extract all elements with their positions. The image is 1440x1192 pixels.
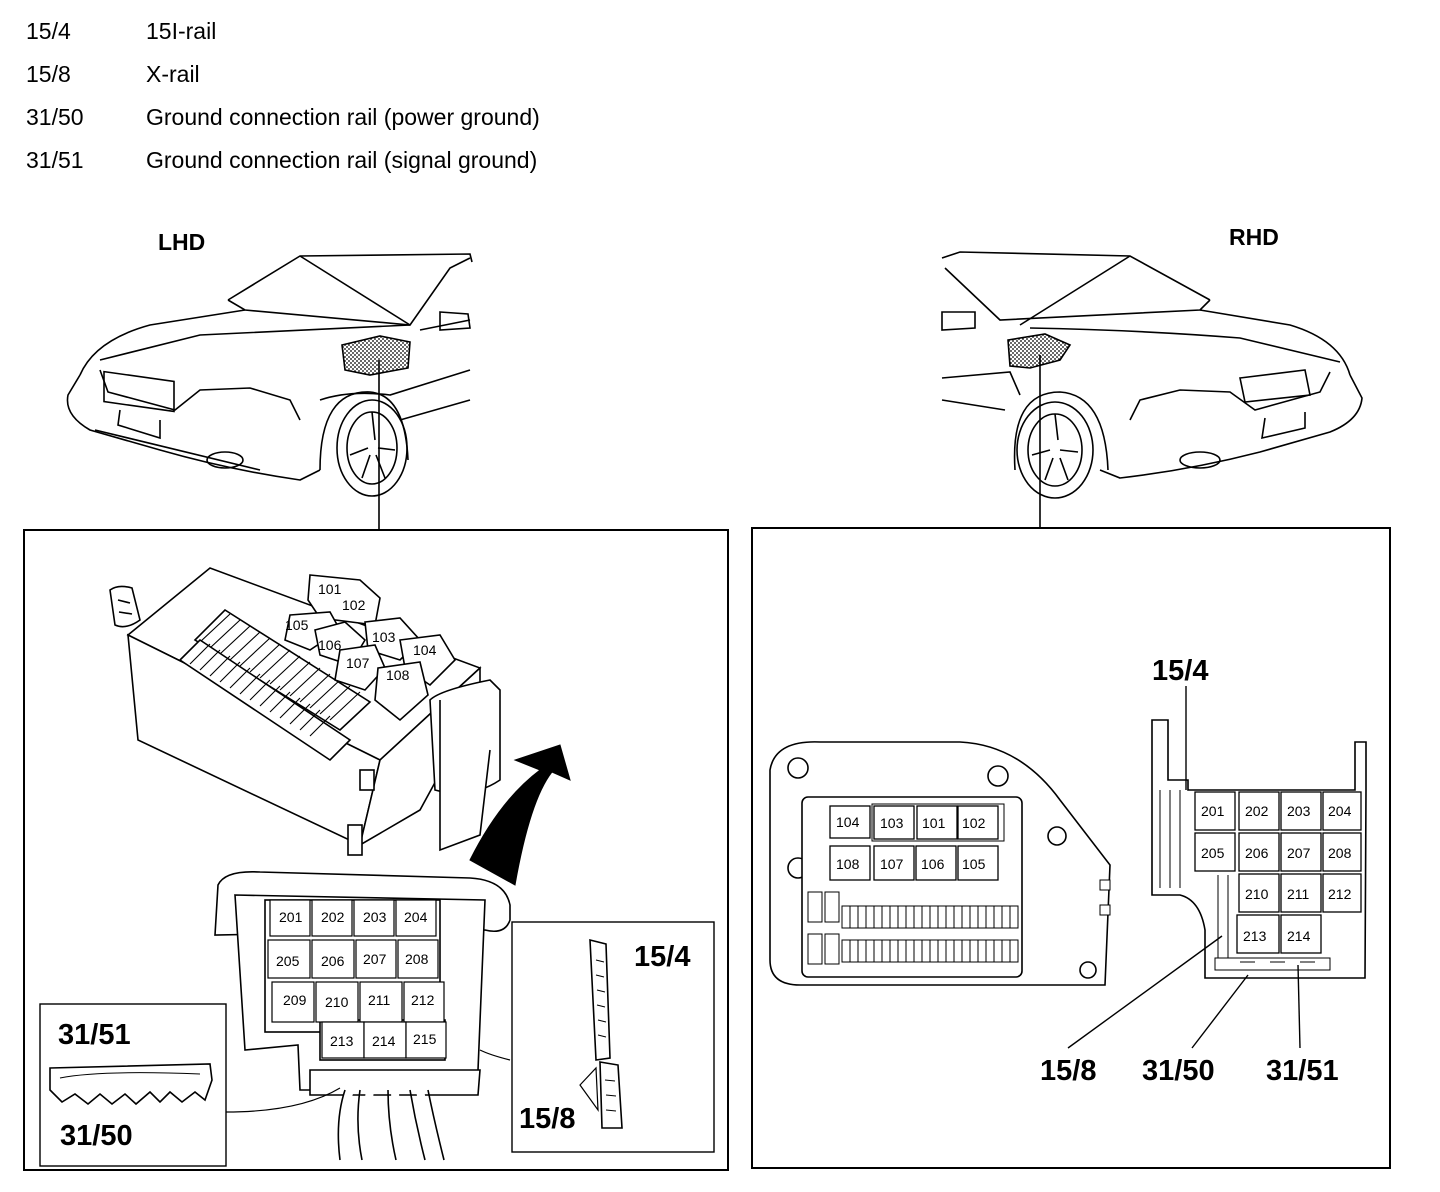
rhd-relay-plate: [769, 741, 1111, 986]
fuse-label: 205: [1201, 845, 1225, 861]
rail-label-31-51: 31/51: [1266, 1055, 1339, 1087]
rail-label-31-50: 31/50: [60, 1120, 133, 1152]
rhd-rail-callouts: 15/4 15/8 31/50 31/51: [1040, 655, 1339, 1087]
lhd-detail-frame: [23, 529, 729, 1171]
rail-label-31-50: 31/50: [1142, 1055, 1215, 1087]
relay-label: 102: [342, 597, 366, 613]
relay-label: 103: [880, 815, 904, 831]
relay-label: 103: [372, 629, 396, 645]
relay-label: 102: [962, 815, 986, 831]
lhd-power-rail-inset: 15/4 15/8: [479, 921, 715, 1153]
relay-label: 105: [285, 617, 309, 633]
fuse-label: 205: [276, 953, 300, 969]
lhd-fuse-labels: 201 202 203 204 205 206 207 208 209 210 …: [276, 909, 437, 1049]
relay-label: 101: [318, 581, 342, 597]
relay-label: 106: [921, 856, 945, 872]
legend-description: Ground connection rail (power ground): [146, 104, 540, 130]
fuse-label: 210: [325, 994, 349, 1010]
relay-label: 108: [386, 667, 410, 683]
relay-label: 107: [346, 655, 370, 671]
lhd-fuse-box: [214, 870, 511, 1162]
fuse-label: 211: [1287, 886, 1310, 902]
fuse-label: 203: [363, 909, 387, 925]
fuse-label: 209: [283, 992, 307, 1008]
fuse-label: 211: [368, 992, 391, 1008]
rail-label-31-51: 31/51: [58, 1019, 131, 1051]
rhd-car-illustration: RHD: [941, 224, 1363, 528]
legend-code: 15/4: [26, 18, 71, 44]
fuse-label: 207: [363, 951, 387, 967]
fuse-label: 213: [1243, 928, 1267, 944]
relay-label: 105: [962, 856, 986, 872]
fuse-label: 210: [1245, 886, 1269, 902]
legend-description: X-rail: [146, 61, 200, 87]
relay-label: 104: [413, 642, 437, 658]
rhd-detail-frame: [751, 527, 1391, 1169]
legend-description: Ground connection rail (signal ground): [146, 147, 538, 173]
fuse-label: 201: [279, 909, 303, 925]
rail-label-15-8: 15/8: [519, 1103, 575, 1135]
fuse-label: 202: [321, 909, 345, 925]
fuse-label: 204: [1328, 803, 1352, 819]
legend-code: 15/8: [26, 61, 71, 87]
relay-label: 101: [922, 815, 946, 831]
legend-code: 31/50: [26, 104, 84, 130]
rail-label-15-4: 15/4: [634, 941, 690, 973]
lhd-label: LHD: [158, 229, 205, 255]
rhd-fuse-labels: 201 202 203 204 205 206 207 208 210 211 …: [1201, 803, 1352, 944]
relay-label: 104: [836, 814, 860, 830]
relay-label: 107: [880, 856, 904, 872]
rail-label-15-8: 15/8: [1040, 1055, 1096, 1087]
fuse-label: 214: [372, 1033, 396, 1049]
lhd-relay-box: [109, 567, 501, 856]
fuse-label: 214: [1287, 928, 1311, 944]
lhd-car-illustration: LHD: [66, 229, 473, 530]
rail-label-15-4: 15/4: [1152, 655, 1208, 687]
fuse-label: 208: [1328, 845, 1352, 861]
flip-over-arrow: [469, 744, 571, 886]
rhd-label: RHD: [1229, 224, 1279, 250]
fuse-label: 201: [1201, 803, 1225, 819]
fuse-label: 208: [405, 951, 429, 967]
fuse-label: 203: [1287, 803, 1311, 819]
rhd-fuse-plate: [1151, 719, 1367, 979]
fuse-label: 207: [1287, 845, 1311, 861]
lhd-relay-labels: 101 102 103 104 105 106 107 108: [285, 581, 437, 683]
rhd-relay-labels: 104 103 101 102 108 107 106 105: [836, 814, 986, 872]
legend-code: 31/51: [26, 147, 84, 173]
fuse-label: 212: [411, 992, 435, 1008]
fuse-label: 204: [404, 909, 428, 925]
relay-label: 108: [836, 856, 860, 872]
fuse-label: 206: [321, 953, 345, 969]
fuse-label: 202: [1245, 803, 1269, 819]
fuse-label: 212: [1328, 886, 1352, 902]
relay-label: 106: [318, 637, 342, 653]
lhd-ground-rail-inset: 31/51 31/50: [39, 1003, 341, 1167]
legend-description: 15I-rail: [146, 18, 217, 44]
fuse-label: 213: [330, 1033, 354, 1049]
fuse-label: 206: [1245, 845, 1269, 861]
fuse-label: 215: [413, 1031, 437, 1047]
